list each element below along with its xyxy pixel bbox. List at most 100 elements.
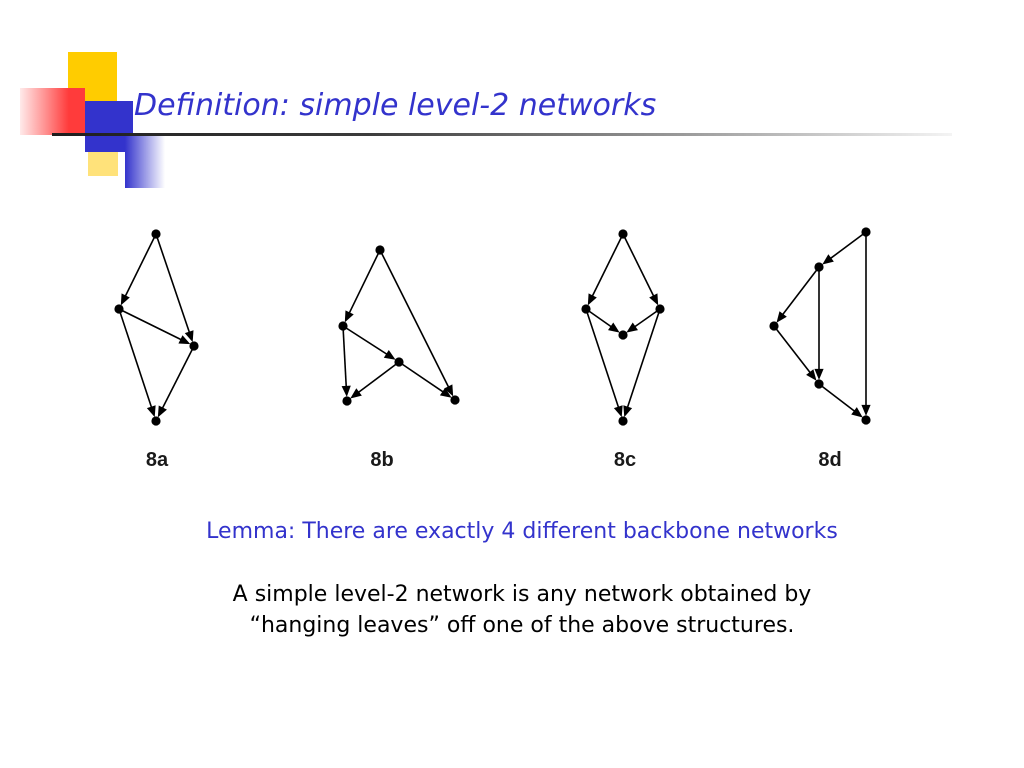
node bbox=[814, 379, 824, 389]
arrowhead bbox=[814, 368, 824, 380]
edge-arrow bbox=[585, 308, 620, 333]
node bbox=[342, 396, 352, 406]
arrowhead bbox=[649, 293, 659, 306]
node bbox=[655, 304, 665, 314]
node bbox=[151, 416, 161, 426]
lemma-text: Lemma: There are exactly 4 different bac… bbox=[206, 519, 838, 544]
node bbox=[861, 415, 871, 425]
arrowhead bbox=[626, 322, 638, 333]
edge-arrow bbox=[822, 231, 867, 265]
node bbox=[814, 262, 824, 272]
edge-line bbox=[398, 361, 444, 393]
edge-line bbox=[118, 308, 153, 408]
edge-line bbox=[585, 308, 612, 328]
title-underline-rule bbox=[52, 133, 952, 136]
arrowhead bbox=[146, 405, 156, 418]
edge-line bbox=[585, 308, 620, 408]
diagram-label: 8b bbox=[370, 449, 393, 471]
edge-arrow bbox=[155, 233, 194, 343]
node bbox=[114, 304, 124, 314]
arrowhead bbox=[350, 388, 362, 399]
edge-line bbox=[357, 361, 400, 394]
edge-arrow bbox=[344, 249, 381, 323]
diagram-label: 8d bbox=[818, 449, 841, 471]
node bbox=[618, 229, 628, 239]
network-diagram-8b bbox=[338, 245, 460, 406]
edge-line bbox=[161, 345, 195, 409]
diagram-label: 8a bbox=[146, 449, 169, 471]
node bbox=[450, 395, 460, 405]
edge-line bbox=[124, 233, 157, 297]
edge-arrow bbox=[120, 233, 157, 306]
network-diagram-8c bbox=[581, 229, 665, 426]
arrowhead bbox=[608, 322, 620, 333]
edge-arrow bbox=[861, 232, 871, 416]
edge-arrow bbox=[341, 325, 351, 397]
node bbox=[375, 245, 385, 255]
edge-line bbox=[348, 249, 381, 314]
edge-line bbox=[342, 325, 388, 356]
edge-line bbox=[155, 233, 191, 333]
arrowhead bbox=[184, 330, 194, 343]
edge-arrow bbox=[623, 308, 661, 418]
node bbox=[394, 357, 404, 367]
edge-line bbox=[634, 308, 661, 328]
network-diagram-8d bbox=[769, 227, 871, 425]
edge-arrow bbox=[157, 345, 195, 418]
arrowhead bbox=[587, 293, 597, 306]
edge-arrow bbox=[342, 325, 396, 360]
node bbox=[189, 341, 199, 351]
edge-line bbox=[626, 308, 661, 408]
network-diagrams bbox=[114, 227, 871, 426]
decor-blue-gradient-bar bbox=[125, 136, 165, 188]
node bbox=[338, 321, 348, 331]
edge-arrow bbox=[587, 233, 624, 306]
node bbox=[151, 229, 161, 239]
body-paragraph: A simple level-2 network is any network … bbox=[22, 579, 1022, 641]
edge-arrow bbox=[626, 308, 661, 333]
edge-arrow bbox=[818, 383, 863, 418]
arrowhead bbox=[822, 254, 834, 265]
diagram-label: 8c bbox=[614, 449, 636, 471]
edge-arrow bbox=[773, 325, 817, 381]
arrowhead bbox=[623, 405, 633, 418]
decor-pale-yellow-square bbox=[88, 152, 118, 176]
node bbox=[618, 416, 628, 426]
edge-arrow bbox=[776, 266, 820, 323]
arrowhead bbox=[439, 387, 452, 398]
decor-red-gradient-bar bbox=[20, 88, 85, 135]
arrowhead bbox=[120, 293, 130, 306]
edge-arrow bbox=[118, 308, 156, 418]
edge-line bbox=[781, 266, 820, 316]
arrowhead bbox=[157, 405, 167, 418]
arrowhead bbox=[444, 384, 454, 397]
edge-arrow bbox=[814, 267, 824, 380]
edge-line bbox=[829, 231, 867, 260]
arrowhead bbox=[861, 404, 871, 416]
edge-line bbox=[773, 325, 811, 374]
network-diagram-8a bbox=[114, 229, 199, 426]
node bbox=[769, 321, 779, 331]
arrowhead bbox=[776, 311, 787, 323]
node bbox=[861, 227, 871, 237]
edge-arrow bbox=[379, 249, 454, 397]
body-line: “hanging leaves” off one of the above st… bbox=[249, 613, 795, 638]
arrowhead bbox=[178, 335, 191, 345]
arrowhead bbox=[383, 349, 396, 360]
slide-title: Definition: simple level-2 networks bbox=[134, 88, 657, 123]
edge-line bbox=[591, 233, 624, 297]
edge-arrow bbox=[398, 361, 452, 398]
arrowhead bbox=[344, 310, 354, 323]
edge-line bbox=[379, 249, 450, 388]
edge-arrow bbox=[622, 233, 659, 306]
body-line: A simple level-2 network is any network … bbox=[232, 582, 812, 607]
arrowhead bbox=[806, 369, 817, 381]
edge-arrow bbox=[585, 308, 623, 418]
edge-line bbox=[818, 383, 856, 413]
node bbox=[581, 304, 591, 314]
edge-line bbox=[342, 325, 348, 387]
arrowhead bbox=[851, 407, 863, 418]
edge-line bbox=[118, 308, 182, 341]
